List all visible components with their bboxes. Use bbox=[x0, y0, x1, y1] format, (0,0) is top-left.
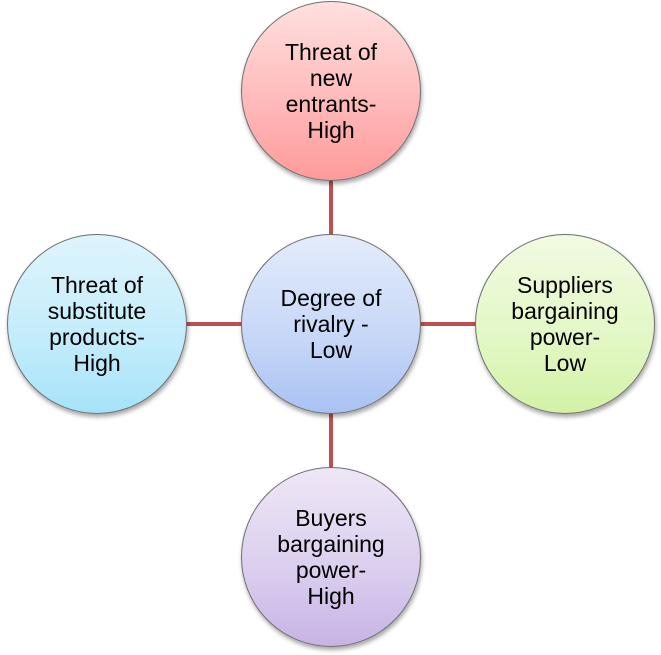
node-degree-of-rivalry: Degree of rivalry - Low bbox=[241, 234, 421, 414]
node-buyers-bargaining-power: Buyers bargaining power- High bbox=[241, 467, 421, 647]
node-threat-of-new-entrants: Threat of new entrants- High bbox=[241, 1, 421, 181]
node-label: Suppliers bargaining power- Low bbox=[511, 272, 619, 376]
node-label: Threat of new entrants- High bbox=[284, 39, 378, 143]
connector-right bbox=[420, 322, 476, 326]
connector-bottom bbox=[329, 412, 333, 469]
connector-top bbox=[329, 180, 333, 236]
connector-left bbox=[185, 322, 242, 326]
node-label: Threat of substitute products- High bbox=[47, 272, 147, 376]
node-threat-of-substitutes: Threat of substitute products- High bbox=[7, 234, 187, 414]
node-label: Degree of rivalry - Low bbox=[280, 285, 382, 363]
node-suppliers-bargaining-power: Suppliers bargaining power- Low bbox=[475, 234, 655, 414]
node-label: Buyers bargaining power- High bbox=[277, 505, 385, 609]
